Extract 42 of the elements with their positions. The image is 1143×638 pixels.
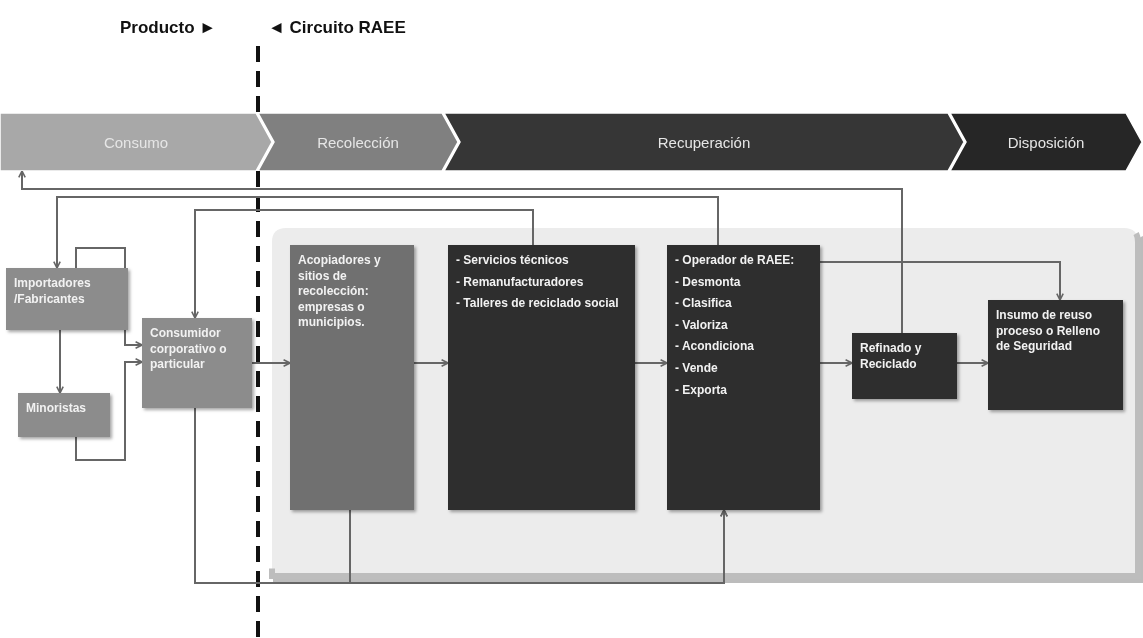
arrow bbox=[634, 359, 668, 367]
arrow bbox=[53, 196, 719, 269]
box-text: - Desmonta bbox=[675, 274, 742, 291]
stage-label: Recolección bbox=[317, 133, 399, 151]
process-box bbox=[18, 393, 110, 437]
box-text: Consumidor corporativo o particular bbox=[150, 326, 228, 373]
arrow bbox=[413, 359, 449, 367]
arrow bbox=[18, 170, 903, 334]
box-text: Importadores /Fabricantes bbox=[14, 276, 92, 308]
arrow bbox=[56, 329, 64, 394]
arrow bbox=[251, 359, 291, 367]
stage-label: Consumo bbox=[103, 133, 169, 151]
box-text: Insumo de reuso proceso o Relleno de Seguridad bbox=[996, 308, 1102, 355]
stage-label: Disposición bbox=[1007, 133, 1085, 151]
process-box bbox=[852, 333, 957, 399]
box-text: - Clasifica bbox=[675, 296, 733, 312]
box-text: - Valoriza bbox=[675, 317, 729, 334]
box-text: Acopiadores y sitios de recolección: empresas o municipios. bbox=[298, 253, 382, 331]
stage-label: Recuperación bbox=[657, 133, 751, 151]
box-text: - Servicios técnicos bbox=[456, 253, 570, 269]
arrow bbox=[819, 359, 853, 367]
process-box bbox=[448, 245, 635, 510]
process-box bbox=[6, 268, 128, 330]
arrow bbox=[956, 359, 989, 367]
box-text: - Operador de RAEE: bbox=[675, 253, 796, 269]
section-label: Producto ► bbox=[120, 18, 217, 38]
arrow bbox=[191, 209, 534, 319]
box-text: - Remanufacturadores bbox=[456, 274, 585, 291]
box-text: - Exporta bbox=[675, 382, 728, 399]
process-box bbox=[988, 300, 1123, 410]
arrow bbox=[819, 261, 1064, 301]
box-text: Refinado y Reciclado bbox=[860, 341, 923, 373]
process-box bbox=[142, 318, 252, 408]
box-text: - Acondiciona bbox=[675, 339, 755, 355]
box-text: - Vende bbox=[675, 360, 719, 377]
box-text: Minoristas bbox=[26, 401, 87, 417]
box-text: - Talleres de reciclado social bbox=[456, 296, 620, 312]
process-box bbox=[667, 245, 820, 510]
arrow bbox=[349, 509, 728, 584]
arrow bbox=[75, 358, 143, 461]
section-label: ◄ Circuito RAEE bbox=[268, 18, 406, 38]
process-box bbox=[290, 245, 414, 510]
